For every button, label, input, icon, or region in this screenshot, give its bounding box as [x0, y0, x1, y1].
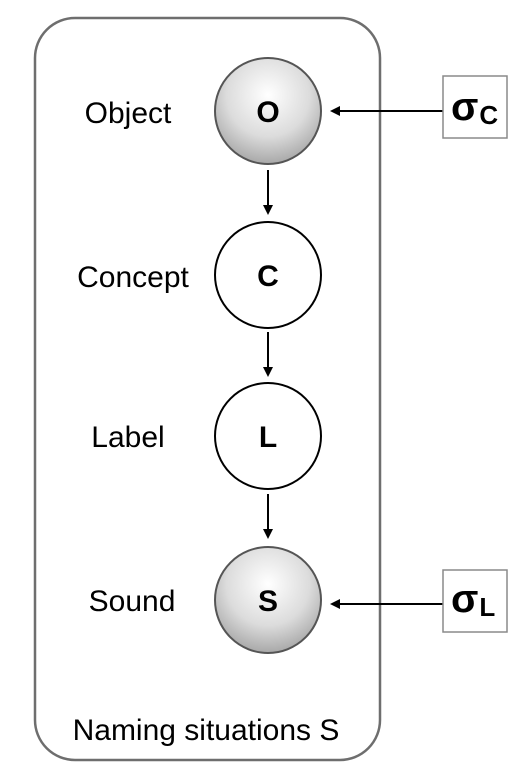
- node-side-label-sound: Sound: [89, 585, 176, 618]
- plate-box: [33, 16, 382, 762]
- param-sigma-l: σL: [451, 577, 495, 622]
- param-sigma-l-symbol: σ: [451, 577, 478, 621]
- node-symbol-object: O: [256, 96, 279, 129]
- node-object: [214, 57, 322, 165]
- node-sound: [214, 546, 322, 654]
- node-side-label-label: Label: [91, 421, 164, 454]
- node-concept: [214, 221, 322, 329]
- param-sigma-c-subscript: C: [479, 100, 498, 130]
- node-symbol-label: L: [259, 421, 277, 454]
- param-box-sigma-l: [442, 569, 508, 633]
- node-side-label-object: Object: [85, 97, 172, 130]
- node-side-label-concept: Concept: [77, 261, 189, 294]
- node-symbol-sound: S: [258, 585, 278, 618]
- param-box-sigma-c: [442, 75, 508, 139]
- plate-label: Naming situations S: [73, 714, 340, 747]
- node-label: [214, 382, 322, 490]
- param-sigma-c: σC: [451, 85, 498, 130]
- node-symbol-concept: C: [257, 260, 279, 293]
- param-sigma-l-subscript: L: [479, 592, 495, 622]
- param-sigma-c-symbol: σ: [451, 85, 478, 129]
